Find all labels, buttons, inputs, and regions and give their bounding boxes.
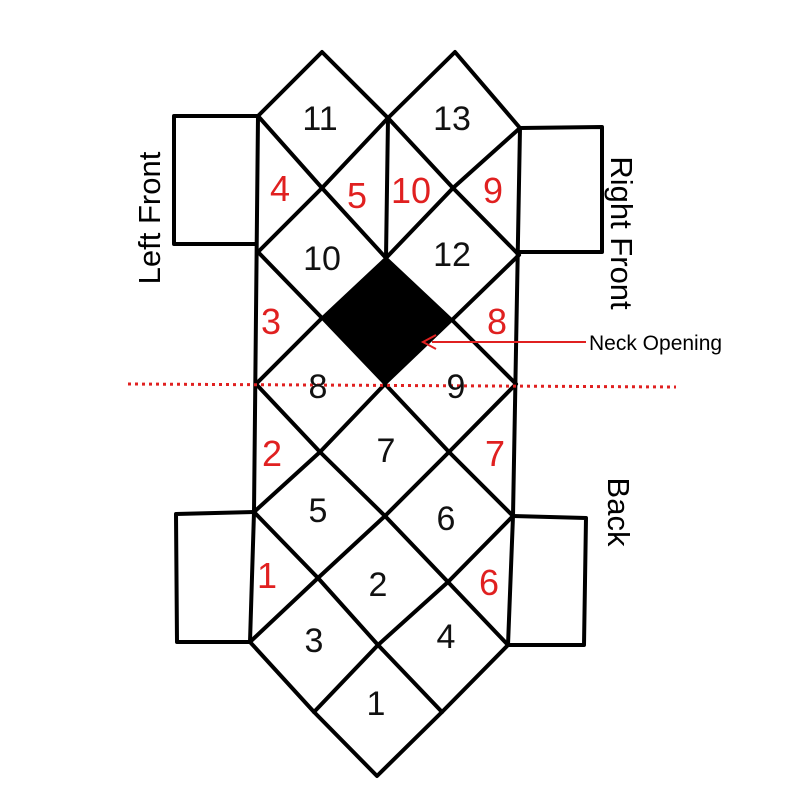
neck-opening-label: Neck Opening [589, 332, 722, 355]
edge-number: 2 [262, 433, 282, 474]
right-back-flap [508, 514, 588, 647]
grid-line [256, 250, 324, 320]
edge-number: 7 [485, 433, 505, 474]
panel-number: 1 [367, 685, 386, 723]
panel-number: 4 [437, 618, 456, 656]
grid-line [451, 126, 522, 190]
panel-number: 12 [433, 236, 471, 274]
edge-number: 3 [261, 301, 281, 342]
grid-line [318, 382, 387, 454]
left-front-flap [172, 114, 258, 246]
panel-number: 10 [303, 240, 341, 278]
neck-opening [319, 255, 455, 387]
edge-number: 8 [487, 301, 507, 342]
grid-line [254, 316, 324, 386]
grid-line [316, 514, 387, 580]
fold-line [127, 382, 677, 389]
grid-line [254, 382, 322, 454]
grid-line [312, 643, 380, 714]
grid-line [384, 186, 455, 260]
grid-line [450, 318, 518, 386]
grid-line [376, 643, 444, 714]
grid-line [386, 116, 455, 190]
grid-line [252, 510, 320, 580]
edge-number: 4 [270, 168, 290, 209]
panel-number: 2 [369, 566, 388, 604]
edge-number: 6 [479, 562, 499, 603]
grid-line [316, 576, 380, 647]
grid-line [320, 186, 388, 260]
grid-line [446, 580, 510, 647]
panel-number: 6 [437, 500, 456, 538]
panel-number: 3 [305, 622, 324, 660]
panel-number: 8 [309, 368, 328, 406]
grid-line [383, 450, 451, 518]
grid-line [383, 382, 451, 454]
panel-number: 11 [302, 100, 337, 138]
grid-line [320, 116, 390, 190]
grid-line [248, 576, 320, 644]
grid-line [256, 186, 324, 254]
edge-number: 10 [391, 170, 431, 211]
grid-line [376, 580, 450, 647]
grid-line [447, 382, 518, 454]
left-front-label: Left Front [132, 151, 167, 284]
grid-line [451, 186, 521, 257]
grid-line [383, 514, 450, 584]
right-front-flap [519, 125, 604, 254]
panel-number: 13 [433, 100, 471, 138]
grid-line [256, 114, 324, 190]
panel-number: 5 [309, 492, 328, 530]
grid-lines [248, 114, 522, 714]
right-front-label: Right Front [604, 156, 639, 310]
pattern-outline [248, 50, 522, 778]
back-label: Back [601, 478, 636, 547]
grid-line [446, 514, 515, 584]
panel-number: 9 [447, 368, 466, 406]
edge-number: 1 [257, 555, 277, 596]
grid-line [450, 253, 521, 322]
left-back-flap [174, 510, 255, 644]
grid-line [318, 450, 387, 518]
edge-number: 5 [347, 175, 367, 216]
grid-line [447, 450, 515, 518]
grid-line [384, 116, 390, 260]
neck-arrow [420, 334, 586, 350]
panel-number: 7 [377, 432, 396, 470]
edge-number: 9 [483, 170, 503, 211]
grid-line [252, 450, 322, 514]
